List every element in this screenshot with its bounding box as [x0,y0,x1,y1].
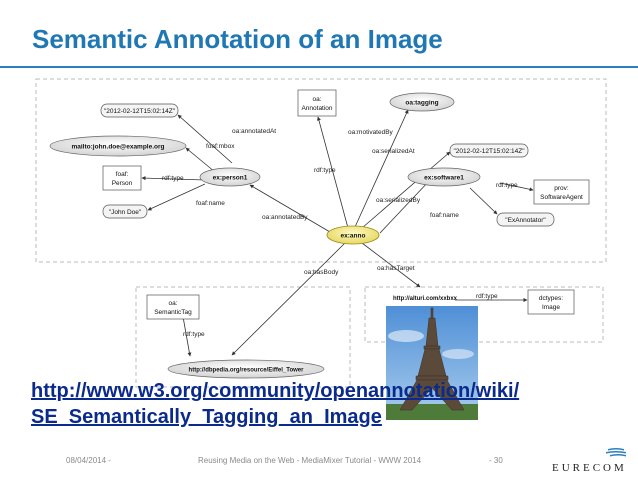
node-ex-software1-label: ex:software1 [424,175,464,182]
source-link-line1[interactable]: http://www.w3.org/community/openannotati… [31,380,520,402]
edge-label-has-body: oa:hasBody [304,269,339,276]
eiffel-tower-photo [386,306,478,420]
node-timestamp-serialized-label: "2012-02-12T15:02:14Z" [453,148,525,155]
node-ex-anno-label: ex:anno [341,233,366,240]
node-dbpedia [167,359,325,379]
node-exannotator [496,212,555,227]
node-timestamp-serialized [449,143,529,158]
node-ex-person1-label: ex:person1 [213,175,248,182]
diagram-edges [141,109,534,357]
edge-label-rdf-type-tag: rdf:type [183,331,205,338]
node-prov-softwareagent [533,179,590,205]
footer-date: 08/04/2014 - [66,456,111,465]
body-group-box [135,286,351,388]
eurecom-logo: EURECOM [552,448,627,474]
source-link[interactable]: http://www.w3.org/community/openannotati… [31,378,519,430]
node-prov-line2: SoftwareAgent [540,194,583,201]
node-target-url: http://alturi.com/xxbxx [393,296,458,302]
edge-label-motivated-by: oa:motivatedBy [348,129,394,136]
title-rule [0,66,638,68]
annotation-group-box [35,78,607,263]
edge-label-rdf-type-anno: rdf:type [314,167,336,174]
node-john-doe [102,204,148,219]
edge-label-has-target: oa:hasTarget [377,265,415,272]
source-link-line2[interactable]: SE_Semantically_Tagging_an_Image [31,406,382,428]
edge-label-foaf-name-person: foaf:name [196,200,225,207]
node-foaf-person-line1: foaf: [116,171,129,178]
node-dctypes-line2: Image [542,304,560,311]
eurecom-waves-icon [606,448,626,457]
node-exannotator-label: "ExAnnotator" [505,217,546,224]
node-mailto-label: mailto:john.doe@example.org [71,144,164,151]
node-oa-annotation [297,89,337,117]
node-mailto [49,135,187,157]
node-dbpedia-label: http://dbpedia.org/resource/Eiffel_Tower [189,368,305,374]
eurecom-logo-text: EURECOM [552,462,627,474]
node-ex-software1 [407,167,481,187]
node-dctypes-image [527,289,575,315]
node-oa-annotation-line1: oa: [312,96,321,103]
edge-label-rdf-type-person: rdf:type [162,175,184,182]
edge-label-serialized-at: oa:serializedAt [372,148,415,155]
edge-label-rdf-type-target: rdf:type [476,293,498,300]
node-oa-semantictag-line2: SemanticTag [154,309,192,316]
node-prov-line1: prov: [554,185,569,192]
node-oa-semantictag-line1: oa: [168,300,177,307]
target-group-box [364,286,604,343]
node-oa-annotation-line2: Annotation [301,105,332,112]
node-oa-tagging-label: oa:tagging [405,100,438,107]
node-oa-semantictag [146,294,200,320]
footer-page-number: - 30 [489,456,503,465]
node-oa-tagging [389,92,455,112]
slide-title: Semantic Annotation of an Image [32,24,443,54]
node-timestamp-annotated [100,103,179,118]
node-dctypes-line1: dctypes: [539,295,563,302]
node-foaf-person [102,165,142,191]
edge-label-rdf-type-software: rdf:type [496,182,518,189]
node-john-doe-label: "John Doe" [109,209,142,216]
edge-label-annotated-at: oa:annotatedAt [232,128,276,135]
edge-label-foaf-name-software: foaf:name [430,212,459,219]
edge-label-foaf-mbox: foaf:mbox [206,143,235,150]
node-ex-anno [326,225,380,245]
footer-title: Reusing Media on the Web - MediaMixer Tu… [198,456,422,465]
edge-label-serialized-by: oa:serializedBy [376,197,421,204]
node-ex-person1 [199,167,261,187]
edge-label-annotated-by: oa:annotatedBy [262,214,308,221]
node-foaf-person-line2: Person [112,180,133,187]
node-timestamp-annotated-label: "2012-02-12T15:02:14Z" [104,108,176,115]
